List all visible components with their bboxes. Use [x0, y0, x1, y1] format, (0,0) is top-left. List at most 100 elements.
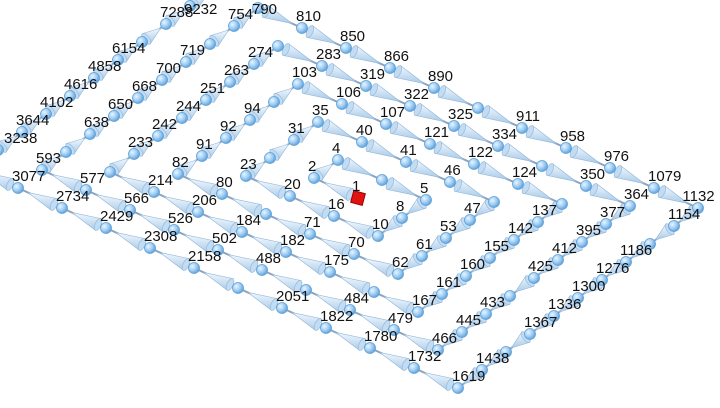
- graph-node[interactable]: [420, 194, 432, 206]
- graph-node[interactable]: [356, 136, 368, 148]
- graph-node[interactable]: [304, 228, 316, 240]
- graph-node[interactable]: [400, 156, 412, 168]
- graph-node[interactable]: [12, 182, 24, 194]
- graph-node[interactable]: [416, 250, 428, 262]
- graph-node[interactable]: [184, 0, 196, 12]
- graph-node[interactable]: [220, 132, 232, 144]
- graph-node[interactable]: [300, 284, 312, 296]
- graph-node[interactable]: [412, 306, 424, 318]
- graph-node[interactable]: [148, 186, 160, 198]
- graph-node[interactable]: [492, 140, 504, 152]
- graph-node[interactable]: [276, 302, 288, 314]
- graph-node[interactable]: [332, 154, 344, 166]
- graph-node[interactable]: [100, 222, 112, 234]
- start-node[interactable]: [350, 190, 366, 206]
- graph-node[interactable]: [368, 286, 380, 298]
- graph-node[interactable]: [552, 254, 564, 266]
- graph-node[interactable]: [176, 112, 188, 124]
- graph-node[interactable]: [512, 178, 524, 190]
- graph-node[interactable]: [156, 74, 168, 86]
- graph-node[interactable]: [136, 36, 148, 48]
- graph-node[interactable]: [328, 210, 340, 222]
- graph-node[interactable]: [528, 272, 540, 284]
- graph-node[interactable]: [316, 60, 328, 72]
- graph-node[interactable]: [360, 80, 372, 92]
- graph-node[interactable]: [408, 362, 420, 374]
- graph-node[interactable]: [264, 152, 276, 164]
- graph-node[interactable]: [392, 268, 404, 280]
- graph-node[interactable]: [396, 212, 408, 224]
- graph-node[interactable]: [348, 248, 360, 260]
- graph-node[interactable]: [212, 244, 224, 256]
- graph-node[interactable]: [624, 200, 636, 212]
- graph-node[interactable]: [152, 130, 164, 142]
- graph-node[interactable]: [384, 62, 396, 74]
- graph-node[interactable]: [324, 266, 336, 278]
- graph-node[interactable]: [364, 342, 376, 354]
- graph-node[interactable]: [0, 144, 4, 156]
- graph-node[interactable]: [312, 116, 324, 128]
- graph-node[interactable]: [464, 214, 476, 226]
- graph-node[interactable]: [432, 344, 444, 356]
- graph-node[interactable]: [604, 162, 616, 174]
- graph-node[interactable]: [596, 274, 608, 286]
- graph-node[interactable]: [444, 176, 456, 188]
- graph-node[interactable]: [40, 108, 52, 120]
- graph-node[interactable]: [200, 94, 212, 106]
- graph-node[interactable]: [308, 172, 320, 184]
- graph-node[interactable]: [84, 128, 96, 140]
- graph-node[interactable]: [504, 290, 516, 302]
- graph-node[interactable]: [80, 184, 92, 196]
- graph-node[interactable]: [244, 114, 256, 126]
- graph-node[interactable]: [232, 282, 244, 294]
- graph-node[interactable]: [508, 234, 520, 246]
- graph-node[interactable]: [172, 168, 184, 180]
- graph-node[interactable]: [556, 198, 568, 210]
- graph-node[interactable]: [88, 72, 100, 84]
- graph-node[interactable]: [192, 206, 204, 218]
- graph-node[interactable]: [536, 160, 548, 172]
- graph-node[interactable]: [296, 22, 308, 34]
- graph-node[interactable]: [160, 18, 172, 30]
- graph-node[interactable]: [228, 20, 240, 32]
- graph-node[interactable]: [500, 346, 512, 358]
- graph-node[interactable]: [104, 166, 116, 178]
- graph-node[interactable]: [204, 38, 216, 50]
- graph-node[interactable]: [188, 262, 200, 274]
- graph-node[interactable]: [548, 310, 560, 322]
- graph-node[interactable]: [572, 292, 584, 304]
- graph-node[interactable]: [404, 100, 416, 112]
- graph-node[interactable]: [524, 328, 536, 340]
- graph-node[interactable]: [196, 150, 208, 162]
- graph-node[interactable]: [64, 90, 76, 102]
- graph-node[interactable]: [260, 208, 272, 220]
- graph-node[interactable]: [468, 158, 480, 170]
- graph-node[interactable]: [56, 202, 68, 214]
- graph-node[interactable]: [472, 102, 484, 114]
- graph-node[interactable]: [692, 202, 704, 214]
- graph-node[interactable]: [580, 180, 592, 192]
- graph-node[interactable]: [372, 230, 384, 242]
- graph-node[interactable]: [108, 110, 120, 122]
- graph-node[interactable]: [168, 224, 180, 236]
- graph-node[interactable]: [668, 220, 680, 232]
- graph-node[interactable]: [644, 238, 656, 250]
- graph-node[interactable]: [240, 170, 252, 182]
- graph-node[interactable]: [236, 226, 248, 238]
- graph-node[interactable]: [424, 138, 436, 150]
- graph-node[interactable]: [376, 174, 388, 186]
- graph-node[interactable]: [460, 270, 472, 282]
- graph-node[interactable]: [124, 204, 136, 216]
- graph-node[interactable]: [112, 54, 124, 66]
- graph-node[interactable]: [268, 96, 280, 108]
- graph-node[interactable]: [380, 118, 392, 130]
- graph-node[interactable]: [272, 40, 284, 52]
- graph-node[interactable]: [344, 304, 356, 316]
- graph-node[interactable]: [648, 182, 660, 194]
- graph-node[interactable]: [216, 188, 228, 200]
- graph-node[interactable]: [532, 216, 544, 228]
- graph-node[interactable]: [440, 232, 452, 244]
- graph-node[interactable]: [16, 126, 28, 138]
- graph-node[interactable]: [516, 122, 528, 134]
- graph-node[interactable]: [224, 76, 236, 88]
